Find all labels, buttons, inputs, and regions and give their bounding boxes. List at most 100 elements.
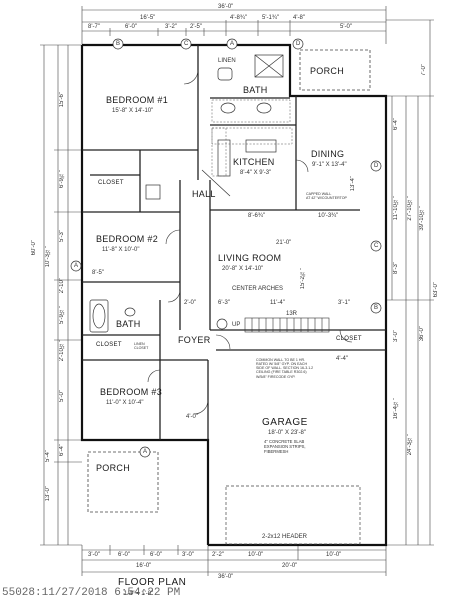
room-bedroom2-size: 11'-8" X 10'-0"	[102, 247, 140, 253]
dim-top-3: 5'-1¾"	[262, 15, 279, 21]
dim-left-4: 2'-10"	[59, 278, 65, 294]
dim-left-8: 13'-0"	[45, 486, 51, 502]
room-bedroom1-size: 15'-8" X 14'-10"	[112, 108, 154, 114]
room-bath2-name: BATH	[116, 319, 141, 329]
dim-bottom-0: 3'-0"	[88, 552, 100, 558]
interior-dim-3: 15'-2¾"	[300, 268, 306, 290]
dimension-lines	[40, 6, 434, 576]
dim-top-5: 5'-0"	[340, 24, 352, 30]
dim-right-8: 39'-10½"	[419, 206, 425, 231]
dim-right-3: 8'-3"	[393, 262, 399, 274]
room-living-name: LIVING ROOM	[218, 253, 282, 263]
room-bath1-name: BATH	[243, 85, 268, 95]
dim-bottom-1: 6'-0"	[118, 552, 130, 558]
room-porch-top-name: PORCH	[310, 66, 345, 76]
grid-mark-a: A	[230, 41, 235, 47]
dim-top-4: 4'-8"	[293, 15, 305, 21]
grid-mark-right-d: D	[374, 163, 379, 169]
dim-right-9: 36'-0"	[419, 326, 425, 342]
dim-top-1: 16'-5"	[140, 15, 156, 21]
dim-left-0: 15'-6"	[59, 92, 65, 108]
interior-dim-10: 4'-4"	[336, 356, 348, 362]
room-kitchen-name: KITCHEN	[233, 157, 275, 167]
dim-left-5: 5'-9½"	[59, 306, 65, 324]
interior-dim-11: 4'-0"	[186, 414, 198, 420]
exterior-walls	[80, 43, 388, 547]
header-label: 2-2x12 HEADER	[262, 534, 308, 540]
grid-mark-right-b: B	[374, 305, 379, 311]
grid-mark-d: D	[296, 41, 301, 47]
interior-dim-5: 8'-5"	[92, 270, 104, 276]
dim-top-2: 4'-8¾"	[230, 15, 247, 21]
scale-label: 1/4" = 1'-0"	[124, 591, 154, 597]
room-bedroom3-name: BEDROOM #3	[100, 387, 163, 397]
dim-bottom-overall: 36'-0"	[218, 574, 234, 580]
dim-bottom-4: 2'-2"	[212, 552, 224, 558]
dim-left-9: 6'-4"	[59, 444, 65, 456]
room-garage-size: 18'-0" X 23'-8"	[268, 430, 306, 436]
dim-right-7: 24'-3½"	[407, 434, 413, 456]
stairs-riser-label: 13R	[286, 311, 298, 317]
dim-left-7: 5'-0"	[59, 390, 65, 402]
garage-door	[225, 485, 361, 545]
dim-right-6: 16'-4½"	[393, 398, 399, 420]
dim-top-7: 6'-0"	[125, 24, 137, 30]
room-bedroom3-size: 11'-0" X 10'-4"	[106, 400, 144, 406]
dim-left-1: 6'-9¾"	[59, 170, 65, 188]
interior-dim-6: 11'-4"	[270, 300, 285, 306]
dim-bottom-6: 10'-0"	[326, 552, 342, 558]
dim-left-10: 5'-4"	[45, 450, 51, 462]
dim-bottom-3: 3'-0"	[182, 552, 194, 558]
grid-mark-bottom-a: A	[143, 449, 148, 455]
linen-label: LINEN	[218, 58, 236, 64]
grid-mark-left-a: A	[74, 263, 79, 269]
dim-top-6: 8'-7"	[88, 24, 100, 30]
room-bedroom2-name: BEDROOM #2	[96, 234, 159, 244]
stairs-up-label: UP	[232, 322, 241, 328]
capture-timestamp: 55028:11/27/2018 6:54:22 PM	[2, 587, 181, 599]
interior-dim-2: 8'-6¾"	[248, 213, 265, 219]
interior-walls	[82, 45, 386, 440]
dim-top-overall: 36'-0"	[218, 4, 234, 10]
room-closet2-name: CLOSET	[96, 342, 122, 348]
dim-bottom-7: 16'-0"	[136, 563, 152, 569]
dim-right-5: 27'-10½"	[407, 196, 413, 221]
fixtures	[89, 54, 284, 333]
dim-right-1: 6'-4"	[393, 118, 399, 130]
dim-bottom-2: 6'-0"	[150, 552, 162, 558]
grid-circles	[70, 38, 382, 458]
grid-mark-b: B	[116, 41, 121, 47]
capped-wall-note: CAPPED WALL AT 42" W/COUNTERTOP	[306, 192, 347, 201]
cabinets	[211, 99, 293, 177]
interior-dim-7: 6'-3"	[218, 300, 230, 306]
dim-left-6: 2'-10½"	[59, 340, 65, 362]
room-kitchen-size: 8'-4" X 9'-3"	[240, 170, 272, 176]
fire-rating-note: COMMON WALL TO BE 1 HR. RATED W/ 5/8" GY…	[256, 358, 314, 379]
interior-dim-9: 3'-1"	[338, 300, 350, 306]
dim-right-4: 3'-0"	[393, 330, 399, 342]
dim-left-overall: 60'-0"	[31, 240, 37, 256]
dim-bottom-5: 10'-0"	[248, 552, 264, 558]
dim-right-0: 7'-0"	[421, 64, 427, 76]
dim-top-9: 2'-5"	[190, 24, 202, 30]
interior-dim-1: 10'-3¾"	[318, 213, 339, 219]
room-dining-name: DINING	[311, 149, 345, 159]
linen-closet-label: LINEN CLOSET	[134, 342, 149, 351]
porches	[87, 49, 371, 513]
interior-dim-8: 2'-0"	[184, 300, 196, 306]
dim-left-3: 10'-3½"	[45, 246, 51, 268]
doors	[147, 69, 353, 415]
dim-left-2: 5'-3"	[59, 230, 65, 242]
room-porch-bottom-name: PORCH	[96, 463, 131, 473]
garage-slab-note: 4" CONCRETE SLAB EXPANSION STRIPS, FIBER…	[264, 439, 306, 454]
room-bedroom1-name: BEDROOM #1	[106, 95, 169, 105]
room-hall-name: HALL	[192, 189, 216, 199]
stairs	[244, 317, 330, 333]
room-foyer-name: FOYER	[178, 335, 211, 345]
room-garage-name: GARAGE	[262, 417, 308, 428]
room-closet1-name: CLOSET	[98, 180, 124, 186]
dim-right-overall: 63'-0"	[433, 282, 439, 298]
center-arches-label: CENTER ARCHES	[232, 286, 284, 292]
room-closet3-name: CLOSET	[336, 336, 362, 342]
